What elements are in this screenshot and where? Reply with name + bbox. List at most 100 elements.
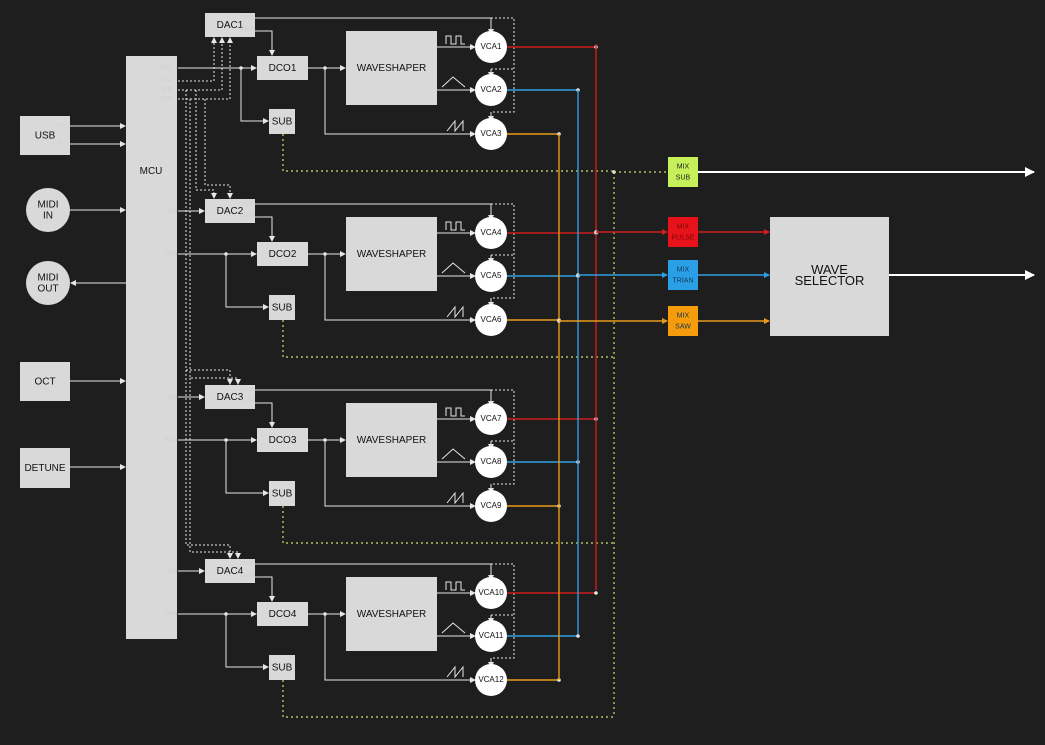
wire (255, 216, 275, 242)
mcu-label: MCU (140, 166, 163, 177)
usb-block: USB (20, 116, 70, 155)
wire (178, 37, 225, 91)
wire (225, 614, 269, 670)
detune-block-label: DETUNE (24, 463, 65, 474)
wire (255, 402, 275, 428)
sub3-block: SUB (269, 481, 295, 506)
dac2-block-label: DAC2 (217, 206, 244, 217)
detune-block: DETUNE (20, 448, 70, 488)
vca11: VCA11 (475, 620, 507, 652)
dac-pin-outb: OUTB (240, 573, 255, 579)
junction-dot (576, 634, 580, 638)
pulse-wave-icon (445, 581, 465, 591)
usb-pin-dminus: D- (58, 141, 64, 147)
mcu-pin-sck: SCK (162, 87, 173, 93)
wire (282, 506, 614, 544)
dac2-block: DAC2 (205, 199, 255, 223)
dac4-block-label: DAC4 (217, 566, 244, 577)
dac-pin-outa: OUTA (240, 201, 254, 207)
vca3-label: VCA3 (481, 129, 502, 138)
dco1-block: DCO1 (257, 56, 308, 80)
waveshaper4-block: WAVESHAPER (346, 577, 437, 651)
pulse-wave-icon (445, 407, 465, 417)
dac-pin-outb: OUTB (240, 213, 255, 219)
wire (189, 99, 241, 385)
waveshaper1-block: WAVESHAPER (346, 31, 437, 105)
saw-wave-icon (446, 665, 464, 679)
wire (240, 68, 269, 124)
vca7-label: VCA7 (481, 414, 502, 423)
dco1-block-label: DCO1 (269, 63, 297, 74)
sub2-block-label: SUB (272, 302, 293, 313)
mcu-pin-clk2: CLK2 (163, 251, 176, 257)
triangle-wave-icon (441, 76, 466, 88)
vca4: VCA4 (475, 217, 507, 249)
dac3-block-label: DAC3 (217, 392, 244, 403)
wire (324, 68, 476, 137)
vca6-label: VCA6 (481, 315, 502, 324)
saw-wave-icon (446, 491, 464, 505)
wire (178, 37, 233, 100)
vca4-label: VCA4 (481, 228, 502, 237)
wire (491, 17, 515, 113)
mcu-block (126, 56, 177, 639)
mcu-pin-clk4: CLK4 (163, 611, 176, 617)
wire (255, 30, 275, 56)
mcu-pin-cs1: CS1 (162, 78, 172, 84)
mcu-pin-cs4: CS4 (166, 569, 176, 575)
wire (178, 37, 217, 82)
saw-wave-icon (446, 119, 464, 133)
waveshaper2-block-label: WAVESHAPER (357, 249, 426, 260)
vca12: VCA12 (475, 664, 507, 696)
vca1-label: VCA1 (481, 42, 502, 51)
mcu-pin-clk3: CLK3 (163, 437, 176, 443)
vca2-label: VCA2 (481, 85, 502, 94)
dac-pin-outa: OUTA (240, 561, 254, 567)
dco4-block-label: DCO4 (269, 609, 297, 620)
wire (195, 90, 217, 199)
midi-in-block (26, 188, 70, 232)
vca7: VCA7 (475, 403, 507, 435)
wire (491, 203, 515, 299)
saw-wave-icon (446, 305, 464, 319)
mcu-pin-cs3: CS3 (166, 395, 176, 401)
vca12-label: VCA12 (478, 675, 504, 684)
dac1-block: DAC1 (205, 13, 255, 37)
wire (324, 440, 476, 509)
wire (491, 389, 515, 485)
wire (282, 320, 614, 358)
sub2-block: SUB (269, 295, 295, 320)
dac3-block: DAC3 (205, 385, 255, 409)
sub3-block-label: SUB (272, 488, 293, 499)
vca9: VCA9 (475, 490, 507, 522)
triangle-wave-icon (441, 448, 466, 460)
oct-block-label: OCT (34, 376, 55, 387)
dco2-block-label: DCO2 (269, 249, 297, 260)
dac-pin-outa: OUTA (240, 387, 254, 393)
waveshaper2-block: WAVESHAPER (346, 217, 437, 291)
waveshaper3-block-label: WAVESHAPER (357, 435, 426, 446)
wire (255, 576, 275, 602)
wire (225, 440, 269, 496)
vca5: VCA5 (475, 260, 507, 292)
pulse-wave-icon (445, 221, 465, 231)
dac-pin-outb: OUTB (240, 399, 255, 405)
triangle-wave-icon (441, 262, 466, 274)
dac4-block: DAC4 (205, 559, 255, 583)
wire (324, 254, 476, 323)
vca10: VCA10 (475, 577, 507, 609)
dac-pin-outa: OUTA (240, 15, 254, 21)
wire (282, 680, 614, 718)
sub1-block-label: SUB (272, 116, 293, 127)
oct-block: OCT (20, 362, 70, 401)
mcu-pin-cs2: CS2 (166, 209, 176, 215)
